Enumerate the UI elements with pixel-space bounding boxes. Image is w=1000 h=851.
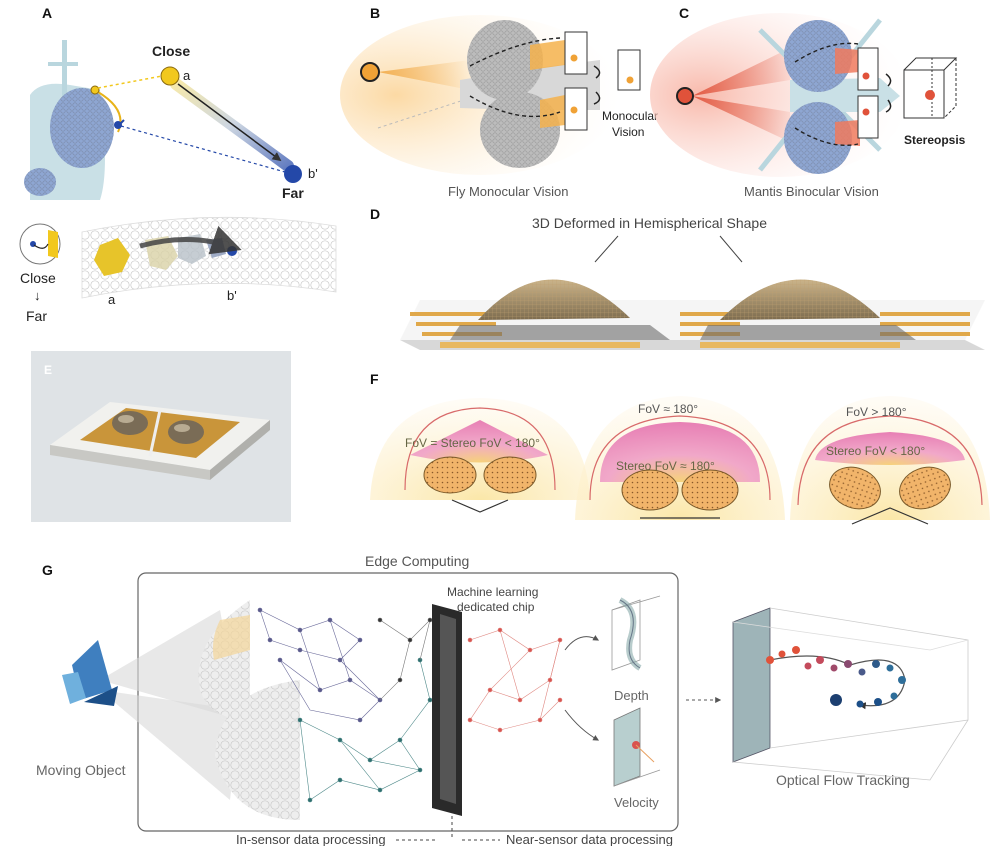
retina-point-close <box>90 85 100 95</box>
fov-middle-bottom: Stereo FoV ≈ 180° <box>616 459 715 473</box>
panel-e-label: E <box>44 363 52 377</box>
depth-plot <box>611 595 661 671</box>
fov-fan-right <box>815 432 965 465</box>
inset-close: Close <box>20 270 56 286</box>
fov-right-top: FoV > 180° <box>846 405 907 419</box>
monocular-text-1: Monocular <box>602 109 658 123</box>
trajectory-arrow <box>177 83 282 162</box>
close-point <box>160 66 180 86</box>
network-red <box>467 627 563 733</box>
chip-label-2: dedicated chip <box>457 600 535 614</box>
panel-e: E <box>31 351 291 522</box>
panel-d-label: D <box>370 206 380 222</box>
tracking-label: Optical Flow Tracking <box>776 772 910 788</box>
panel-b-caption: Fly Monocular Vision <box>448 184 568 199</box>
stereopsis-text: Stereopsis <box>904 133 966 147</box>
monocular-result <box>617 49 641 91</box>
inset-far: Far <box>26 308 47 324</box>
point-b-label: b' <box>308 166 318 181</box>
velocity-plot <box>613 707 661 787</box>
network-gray <box>377 617 433 701</box>
strip-a-label: a <box>108 292 116 307</box>
monocular-text-2: Vision <box>612 125 644 139</box>
fly-object <box>360 62 380 82</box>
strip-b-label: b' <box>227 288 237 303</box>
panel-g: G Edge Computing Moving Object <box>36 553 969 847</box>
near-sensor-label: Near-sensor data processing <box>506 832 673 846</box>
point-a-label: a <box>183 68 191 83</box>
panel-c-label: C <box>679 5 689 21</box>
panel-d: D 3D Deformed in Hemispherical Shape <box>370 206 985 350</box>
panel-c: C Stereopsis Mantis Binocular Vision <box>650 5 966 199</box>
mantis-object <box>676 87 694 105</box>
strip-blob-a <box>94 238 130 276</box>
moving-object-label: Moving Object <box>36 762 126 778</box>
far-point <box>284 165 302 183</box>
fov-fan-left <box>410 420 548 463</box>
velocity-label: Velocity <box>614 795 659 810</box>
panel-f-label: F <box>370 371 379 387</box>
in-sensor-label: In-sensor data processing <box>236 832 386 846</box>
close-label: Close <box>152 43 190 59</box>
panel-f: F FoV = Stereo FoV < 180° FoV ≈ 180° Ste… <box>370 371 990 525</box>
panel-d-title: 3D Deformed in Hemispherical Shape <box>532 215 767 231</box>
panel-a-label: A <box>42 5 52 21</box>
far-label: Far <box>282 185 304 201</box>
panel-b-label: B <box>370 5 380 21</box>
fov-middle-top: FoV ≈ 180° <box>638 402 698 416</box>
panel-g-label: G <box>42 562 53 578</box>
tracking-sensor-plane <box>732 607 771 763</box>
panel-b: B Monocular Vision Fly Monocular Vision <box>340 5 658 199</box>
panel-a: A Close a b' Far Close ↓ Far <box>19 5 337 324</box>
panel-c-caption: Mantis Binocular Vision <box>744 184 879 199</box>
depth-label: Depth <box>614 688 649 703</box>
device-dome-right <box>168 420 204 444</box>
tracking-plot <box>732 607 969 781</box>
fov-left-text: FoV = Stereo FoV < 180° <box>405 436 540 450</box>
antenna <box>62 40 67 100</box>
device-dome-left <box>112 411 148 435</box>
fov-right-bottom: Stereo FoV < 180° <box>826 444 925 458</box>
edge-computing-title: Edge Computing <box>365 553 469 569</box>
image-plane-top <box>564 31 588 75</box>
stereo-cube <box>903 57 958 119</box>
network-teal <box>297 657 433 803</box>
chip-label-1: Machine learning <box>447 585 538 599</box>
inset-arrow: ↓ <box>34 288 41 303</box>
retina-strip <box>81 216 337 299</box>
fov-fan-middle <box>600 422 760 482</box>
